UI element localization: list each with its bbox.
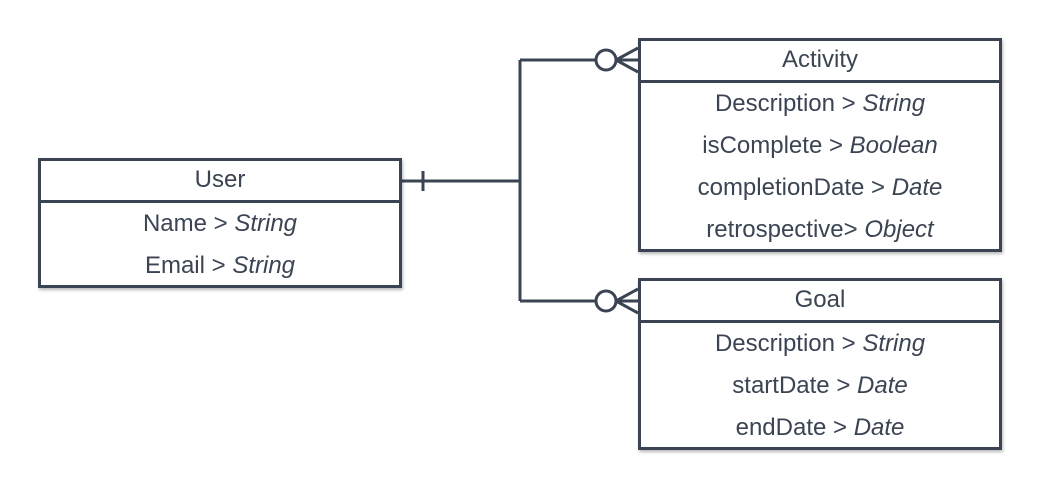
entity-title: Activity bbox=[641, 41, 999, 83]
attribute-list: Description > String startDate > Date en… bbox=[641, 323, 999, 449]
attribute-list: Description > String isComplete > Boolea… bbox=[641, 83, 999, 251]
attribute-type: Date bbox=[891, 174, 943, 201]
attribute-name: Description > bbox=[714, 330, 863, 357]
attribute-name: retrospective> bbox=[706, 216, 865, 243]
activity-crowfoot-top bbox=[615, 46, 639, 62]
attribute-list: Name > String Email > String bbox=[41, 203, 399, 287]
entity-title: Goal bbox=[641, 281, 999, 323]
attribute-row: Email > String bbox=[41, 245, 399, 287]
entity-title: User bbox=[41, 161, 399, 203]
attribute-type: String bbox=[862, 90, 926, 117]
goal-crowfoot-bottom bbox=[615, 299, 639, 315]
attribute-type: String bbox=[862, 330, 926, 357]
attribute-row: completionDate > Date bbox=[641, 167, 999, 209]
attribute-name: Email > bbox=[144, 252, 233, 279]
attribute-name: isComplete > bbox=[702, 132, 850, 159]
entity-user[interactable]: User Name > String Email > String bbox=[38, 158, 402, 288]
attribute-type: Object bbox=[864, 216, 934, 243]
attribute-row: endDate > Date bbox=[641, 407, 999, 449]
entity-goal[interactable]: Goal Description > String startDate > Da… bbox=[638, 278, 1002, 450]
attribute-type: String bbox=[234, 210, 298, 237]
attribute-row: Name > String bbox=[41, 203, 399, 245]
attribute-name: completionDate > bbox=[697, 174, 892, 201]
attribute-name: endDate > bbox=[735, 414, 854, 441]
entity-activity[interactable]: Activity Description > String isComplete… bbox=[638, 38, 1002, 252]
attribute-row: startDate > Date bbox=[641, 365, 999, 407]
activity-crowfoot-bottom bbox=[615, 58, 639, 74]
attribute-name: Name > bbox=[142, 210, 235, 237]
attribute-name: Description > bbox=[714, 90, 863, 117]
attribute-type: Date bbox=[853, 414, 905, 441]
activity-zero-cardinality-circle bbox=[594, 48, 618, 72]
attribute-type: String bbox=[232, 252, 296, 279]
attribute-row: retrospective> Object bbox=[641, 209, 999, 251]
attribute-type: Date bbox=[857, 372, 908, 399]
attribute-name: startDate > bbox=[732, 372, 858, 399]
attribute-row: Description > String bbox=[641, 83, 999, 125]
goal-zero-cardinality-circle bbox=[594, 289, 618, 313]
attribute-row: Description > String bbox=[641, 323, 999, 365]
goal-crowfoot-top bbox=[615, 287, 639, 303]
attribute-type: Boolean bbox=[849, 132, 938, 159]
attribute-row: isComplete > Boolean bbox=[641, 125, 999, 167]
